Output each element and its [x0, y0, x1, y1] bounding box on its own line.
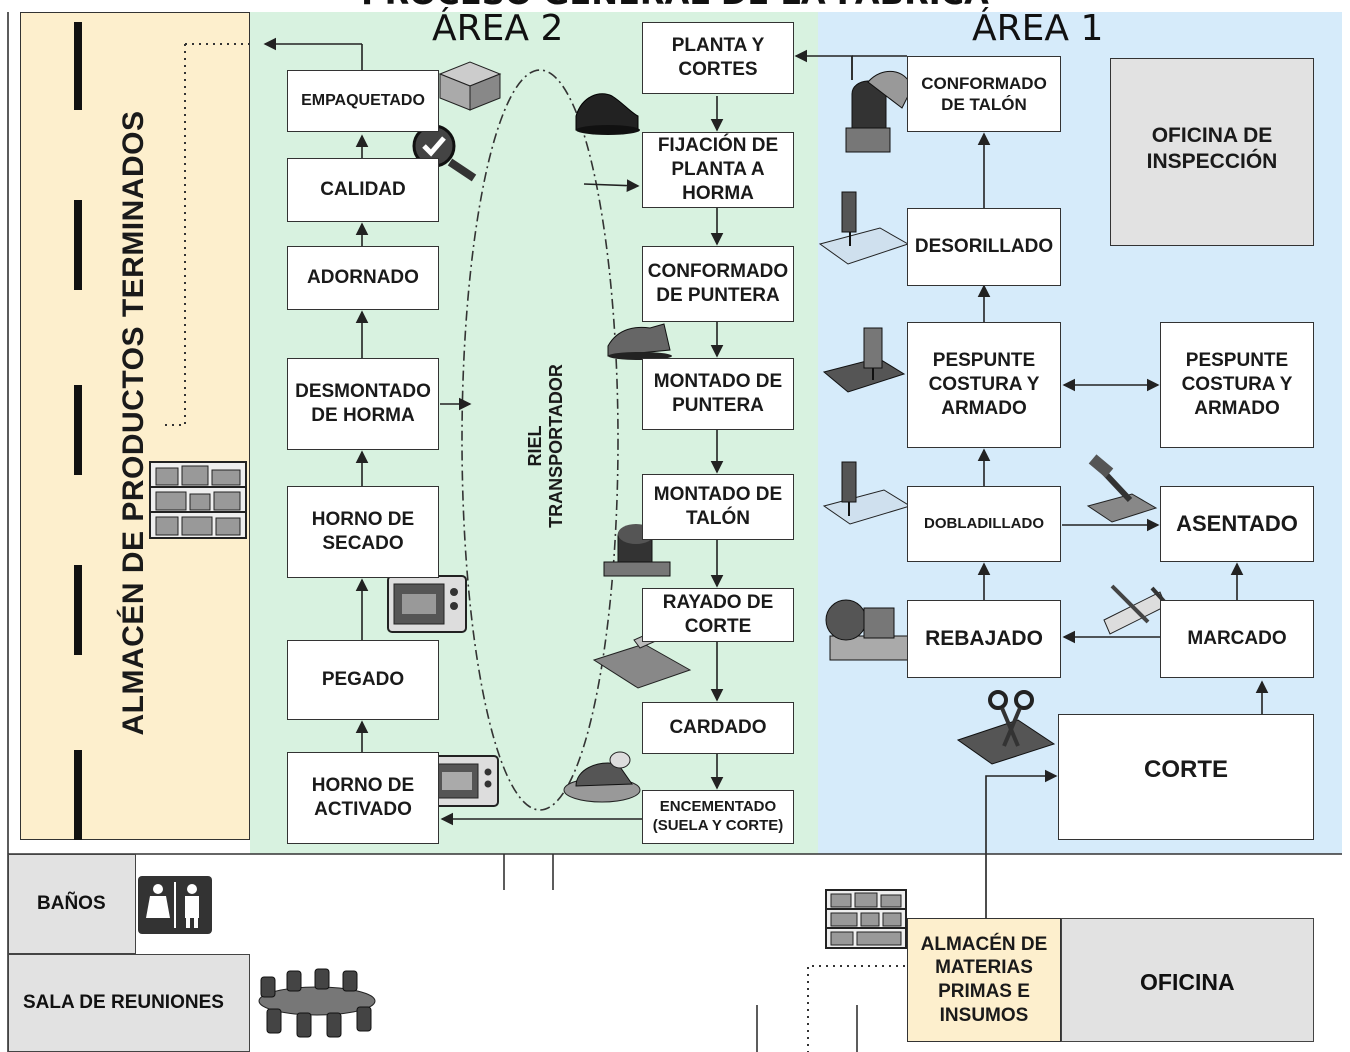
shoe-icon	[575, 93, 640, 135]
sewing-machine-icon	[822, 461, 912, 525]
restrooms-label: BAÑOS	[37, 893, 106, 914]
step-rebajado: REBAJADO	[907, 600, 1061, 678]
step-conformado-talon: CONFORMADO DE TALÓN	[907, 56, 1061, 132]
step-dobladillado: DOBLADILLADO	[907, 486, 1061, 562]
restrooms: BAÑOS	[8, 854, 136, 954]
heel-molding-machine-icon	[845, 70, 913, 153]
meeting-table-icon	[258, 968, 376, 1038]
step-horno-secado: HORNO DE SECADO	[287, 486, 439, 578]
sewing-machine-icon	[818, 191, 910, 265]
shelf-boxes-icon	[825, 889, 907, 949]
step-desorillado: DESORILLADO	[907, 208, 1061, 286]
sewing-machine-icon	[822, 327, 906, 393]
area-1-label: ÁREA 1	[972, 8, 1104, 49]
step-rayado-corte: RAYADO DE CORTE	[642, 588, 794, 642]
step-montado-talon: MONTADO DE TALÓN	[642, 474, 794, 540]
meeting-room-label: SALA DE REUNIONES	[23, 992, 224, 1013]
step-desmontado-horma: DESMONTADO DE HORMA	[287, 358, 439, 450]
step-montado-puntera: MONTADO DE PUNTERA	[642, 358, 794, 430]
restroom-icon	[138, 876, 212, 934]
meeting-room: SALA DE REUNIONES	[8, 954, 250, 1052]
raw-materials-warehouse: ALMACÉN DE MATERIAS PRIMAS E INSUMOS	[907, 918, 1061, 1042]
shelf-boxes-icon	[149, 461, 247, 539]
office: OFICINA	[1061, 918, 1314, 1042]
step-asentado: ASENTADO	[1160, 486, 1314, 562]
step-planta-cortes: PLANTA Y CORTES	[642, 22, 794, 94]
skiving-machine-icon	[825, 599, 911, 661]
diagram-title: PROCESO GENERAL DE LA FÁBRICA	[0, 0, 1350, 12]
carding-machine-icon	[563, 751, 641, 803]
step-cardado: CARDADO	[642, 702, 794, 754]
step-fijacion-planta: FIJACIÓN DE PLANTA A HORMA	[642, 132, 794, 208]
step-calidad: CALIDAD	[287, 158, 439, 222]
oven-icon	[387, 575, 467, 633]
package-icon	[438, 61, 502, 111]
shoe-icon	[607, 323, 672, 360]
step-pegado: PEGADO	[287, 640, 439, 720]
office-label: OFICINA	[1140, 969, 1235, 995]
finished-goods-warehouse-zone	[20, 12, 250, 840]
step-horno-activado: HORNO DE ACTIVADO	[287, 752, 439, 844]
inspection-office: OFICINA DE INSPECCIÓN	[1110, 58, 1314, 246]
area-2-label: ÁREA 2	[432, 8, 564, 49]
step-adornado: ADORNADO	[287, 246, 439, 310]
step-corte: CORTE	[1058, 714, 1314, 840]
step-pespunte-1: PESPUNTE COSTURA Y ARMADO	[907, 322, 1061, 448]
step-pespunte-2: PESPUNTE COSTURA Y ARMADO	[1160, 322, 1314, 448]
scissors-icon	[956, 690, 1056, 765]
step-empaquetado: EMPAQUETADO	[287, 70, 439, 132]
oven-icon	[429, 755, 499, 807]
hammer-icon	[1086, 454, 1158, 523]
step-conformado-puntera: CONFORMADO DE PUNTERA	[642, 246, 794, 322]
step-marcado: MARCADO	[1160, 600, 1314, 678]
step-encementado: ENCEMENTADO (SUELA Y CORTE)	[642, 790, 794, 844]
